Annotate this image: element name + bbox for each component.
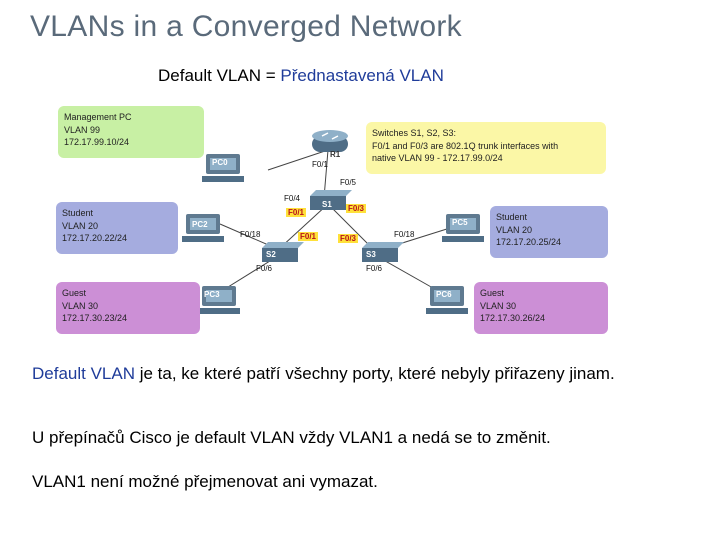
- pc5-icon: [442, 214, 484, 242]
- box-line: Student: [62, 208, 94, 218]
- switches-info-box: Switches S1, S2, S3: F0/1 and F0/3 are 8…: [366, 122, 606, 174]
- port-label-s2-f01: F0/1: [298, 232, 319, 241]
- body-definition: je ta, ke které patří všechny porty, kte…: [135, 364, 615, 383]
- port-label-s3-f06: F0/6: [366, 264, 383, 273]
- link-s1-s3: [327, 203, 375, 251]
- device-label-s1: S1: [322, 200, 332, 209]
- device-label-s2: S2: [266, 250, 276, 259]
- body-paragraph-3: VLAN1 není možné přejmenovat ani vymazat…: [32, 472, 378, 491]
- box-line: Management PC: [64, 112, 132, 122]
- device-label-r1: R1: [330, 150, 341, 159]
- link-pc0-s1: [267, 149, 329, 171]
- device-label-s3: S3: [366, 250, 376, 259]
- page-title: VLANs in a Converged Network: [30, 10, 462, 43]
- guest-right-box: Guest VLAN 30 172.17.30.26/24: [474, 282, 608, 334]
- port-label-s1-f04: F0/4: [284, 194, 301, 203]
- port-label-s2-f018: F0/18: [240, 230, 261, 239]
- pc2-icon: [182, 214, 224, 242]
- topology-links: [182, 130, 484, 314]
- device-label-pc0: PC0: [212, 158, 228, 167]
- body-term: Default VLAN: [32, 364, 135, 383]
- pc6-icon: [426, 286, 468, 314]
- subtitle: Default VLAN = Přednastavená VLAN: [158, 66, 444, 86]
- box-line: VLAN 30: [62, 300, 99, 311]
- port-label-s2-f06: F0/6: [256, 264, 273, 273]
- box-line: native VLAN 99 - 172.17.99.0/24: [372, 153, 503, 163]
- network-diagram: Management PC VLAN 99 172.17.99.10/24 Sw…: [54, 92, 614, 338]
- subtitle-translation: Přednastavená VLAN: [280, 66, 444, 85]
- box-line: VLAN 20: [62, 220, 99, 231]
- box-line: VLAN 30: [480, 300, 517, 311]
- device-label-pc3: PC3: [204, 290, 220, 299]
- body-paragraph-2: U přepínačů Cisco je default VLAN vždy V…: [32, 428, 551, 447]
- student-right-box: Student VLAN 20 172.17.20.25/24: [490, 206, 608, 258]
- box-line: VLAN 99: [64, 124, 101, 135]
- box-line: 172.17.99.10/24: [64, 137, 130, 147]
- router-icon: [312, 130, 348, 152]
- guest-left-box: Guest VLAN 30 172.17.30.23/24: [56, 282, 200, 334]
- link-s3-pc6: [379, 257, 441, 293]
- port-label-r1-f01: F0/1: [312, 160, 329, 169]
- port-label-s1-f01: F0/1: [286, 208, 307, 217]
- switch-s2-icon: [262, 242, 304, 262]
- box-line: VLAN 20: [496, 224, 533, 235]
- subtitle-equals: =: [261, 66, 281, 85]
- box-line: Guest: [62, 288, 87, 298]
- box-line: 172.17.30.23/24: [62, 313, 128, 323]
- box-line: Student: [496, 212, 528, 222]
- port-label-s3-f018: F0/18: [394, 230, 415, 239]
- port-label-s3-f03: F0/3: [338, 234, 359, 243]
- management-pc-box: Management PC VLAN 99 172.17.99.10/24: [58, 106, 204, 158]
- box-line: 172.17.20.25/24: [496, 237, 562, 247]
- student-left-box: Student VLAN 20 172.17.20.22/24: [56, 202, 178, 254]
- port-label-s1-f05: F0/5: [340, 178, 357, 187]
- switch-s3-icon: [362, 242, 404, 262]
- box-line: Guest: [480, 288, 505, 298]
- device-label-pc6: PC6: [436, 290, 452, 299]
- link-s1-s2: [279, 203, 329, 249]
- device-label-pc2: PC2: [192, 220, 208, 229]
- port-label-s1-f03: F0/3: [346, 204, 367, 213]
- pc0-icon: [202, 154, 244, 182]
- box-line: 172.17.30.26/24: [480, 313, 546, 323]
- box-line: F0/1 and F0/3 are 802.1Q trunk interface…: [372, 140, 559, 151]
- switch-s1-icon: [310, 190, 352, 210]
- pc3-icon: [198, 286, 240, 314]
- body-paragraph-1: Default VLAN je ta, ke které patří všech…: [32, 364, 692, 383]
- device-label-pc5: PC5: [452, 218, 468, 227]
- box-line: 172.17.20.22/24: [62, 233, 128, 243]
- box-line: Switches S1, S2, S3:: [372, 128, 457, 138]
- subtitle-term: Default VLAN: [158, 66, 261, 85]
